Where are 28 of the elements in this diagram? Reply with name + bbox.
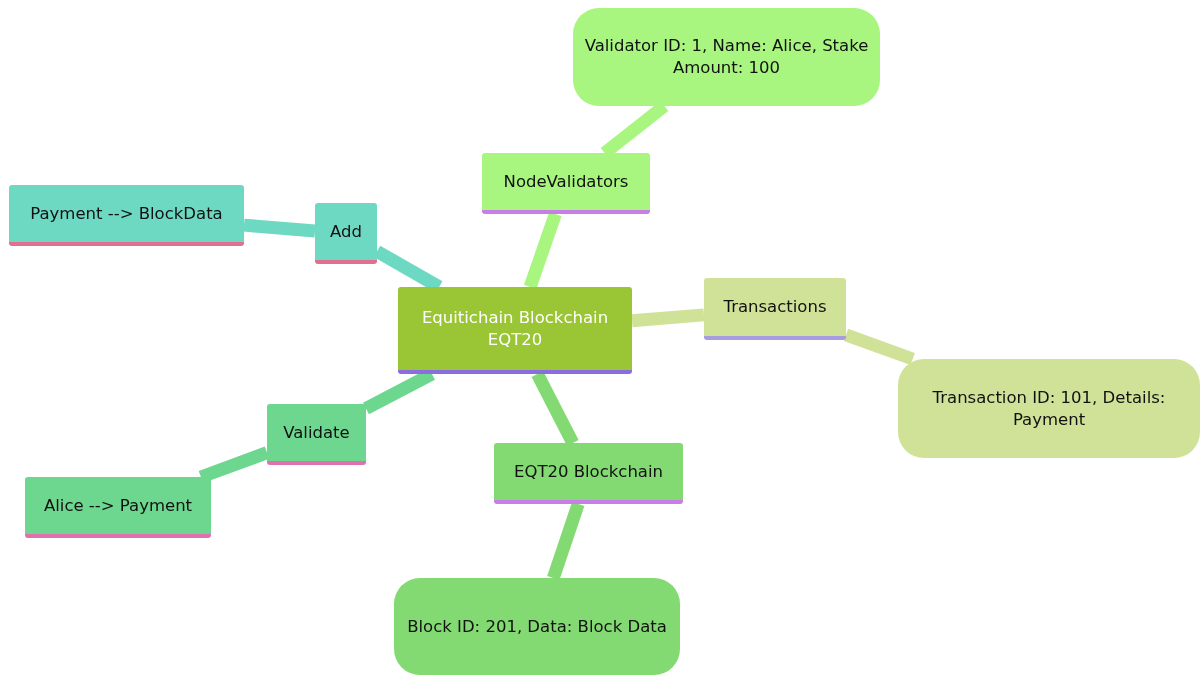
topic-box: [482, 153, 650, 214]
leaf-box: [394, 578, 680, 675]
topic-box: [25, 477, 211, 538]
node-label: EQT20 Blockchain: [513, 460, 663, 483]
leaf-box: [573, 8, 880, 106]
node-label: Transaction ID: 101, Details: Payment: [931, 386, 1167, 431]
topic-box: [315, 203, 377, 264]
node-label: Alice --> Payment: [43, 494, 193, 517]
topic-box: [704, 278, 846, 340]
node-label: Block ID: 201, Data: Block Data: [407, 615, 667, 638]
connector-line: [843, 328, 915, 366]
node-label: NodeValidators: [503, 170, 629, 193]
leaf-box: [898, 359, 1200, 458]
connector-line: [523, 211, 562, 290]
node-label: Equitichain Blockchain EQT20: [420, 306, 610, 351]
connector-line: [243, 218, 316, 238]
connector-line: [547, 501, 585, 581]
node-label: Transactions: [723, 296, 827, 318]
connector-line: [531, 371, 579, 446]
topic-box: [267, 404, 366, 465]
root-box: [398, 287, 632, 374]
node-label: Add: [330, 220, 362, 243]
topic-box: [494, 443, 683, 504]
topic-box: [9, 185, 244, 246]
node-label: Validate: [283, 421, 350, 444]
node-label: Validator ID: 1, Name: Alice, Stake Amount: 100: [583, 35, 870, 79]
node-label: Payment --> BlockData: [30, 202, 223, 225]
connector-line: [631, 308, 705, 328]
